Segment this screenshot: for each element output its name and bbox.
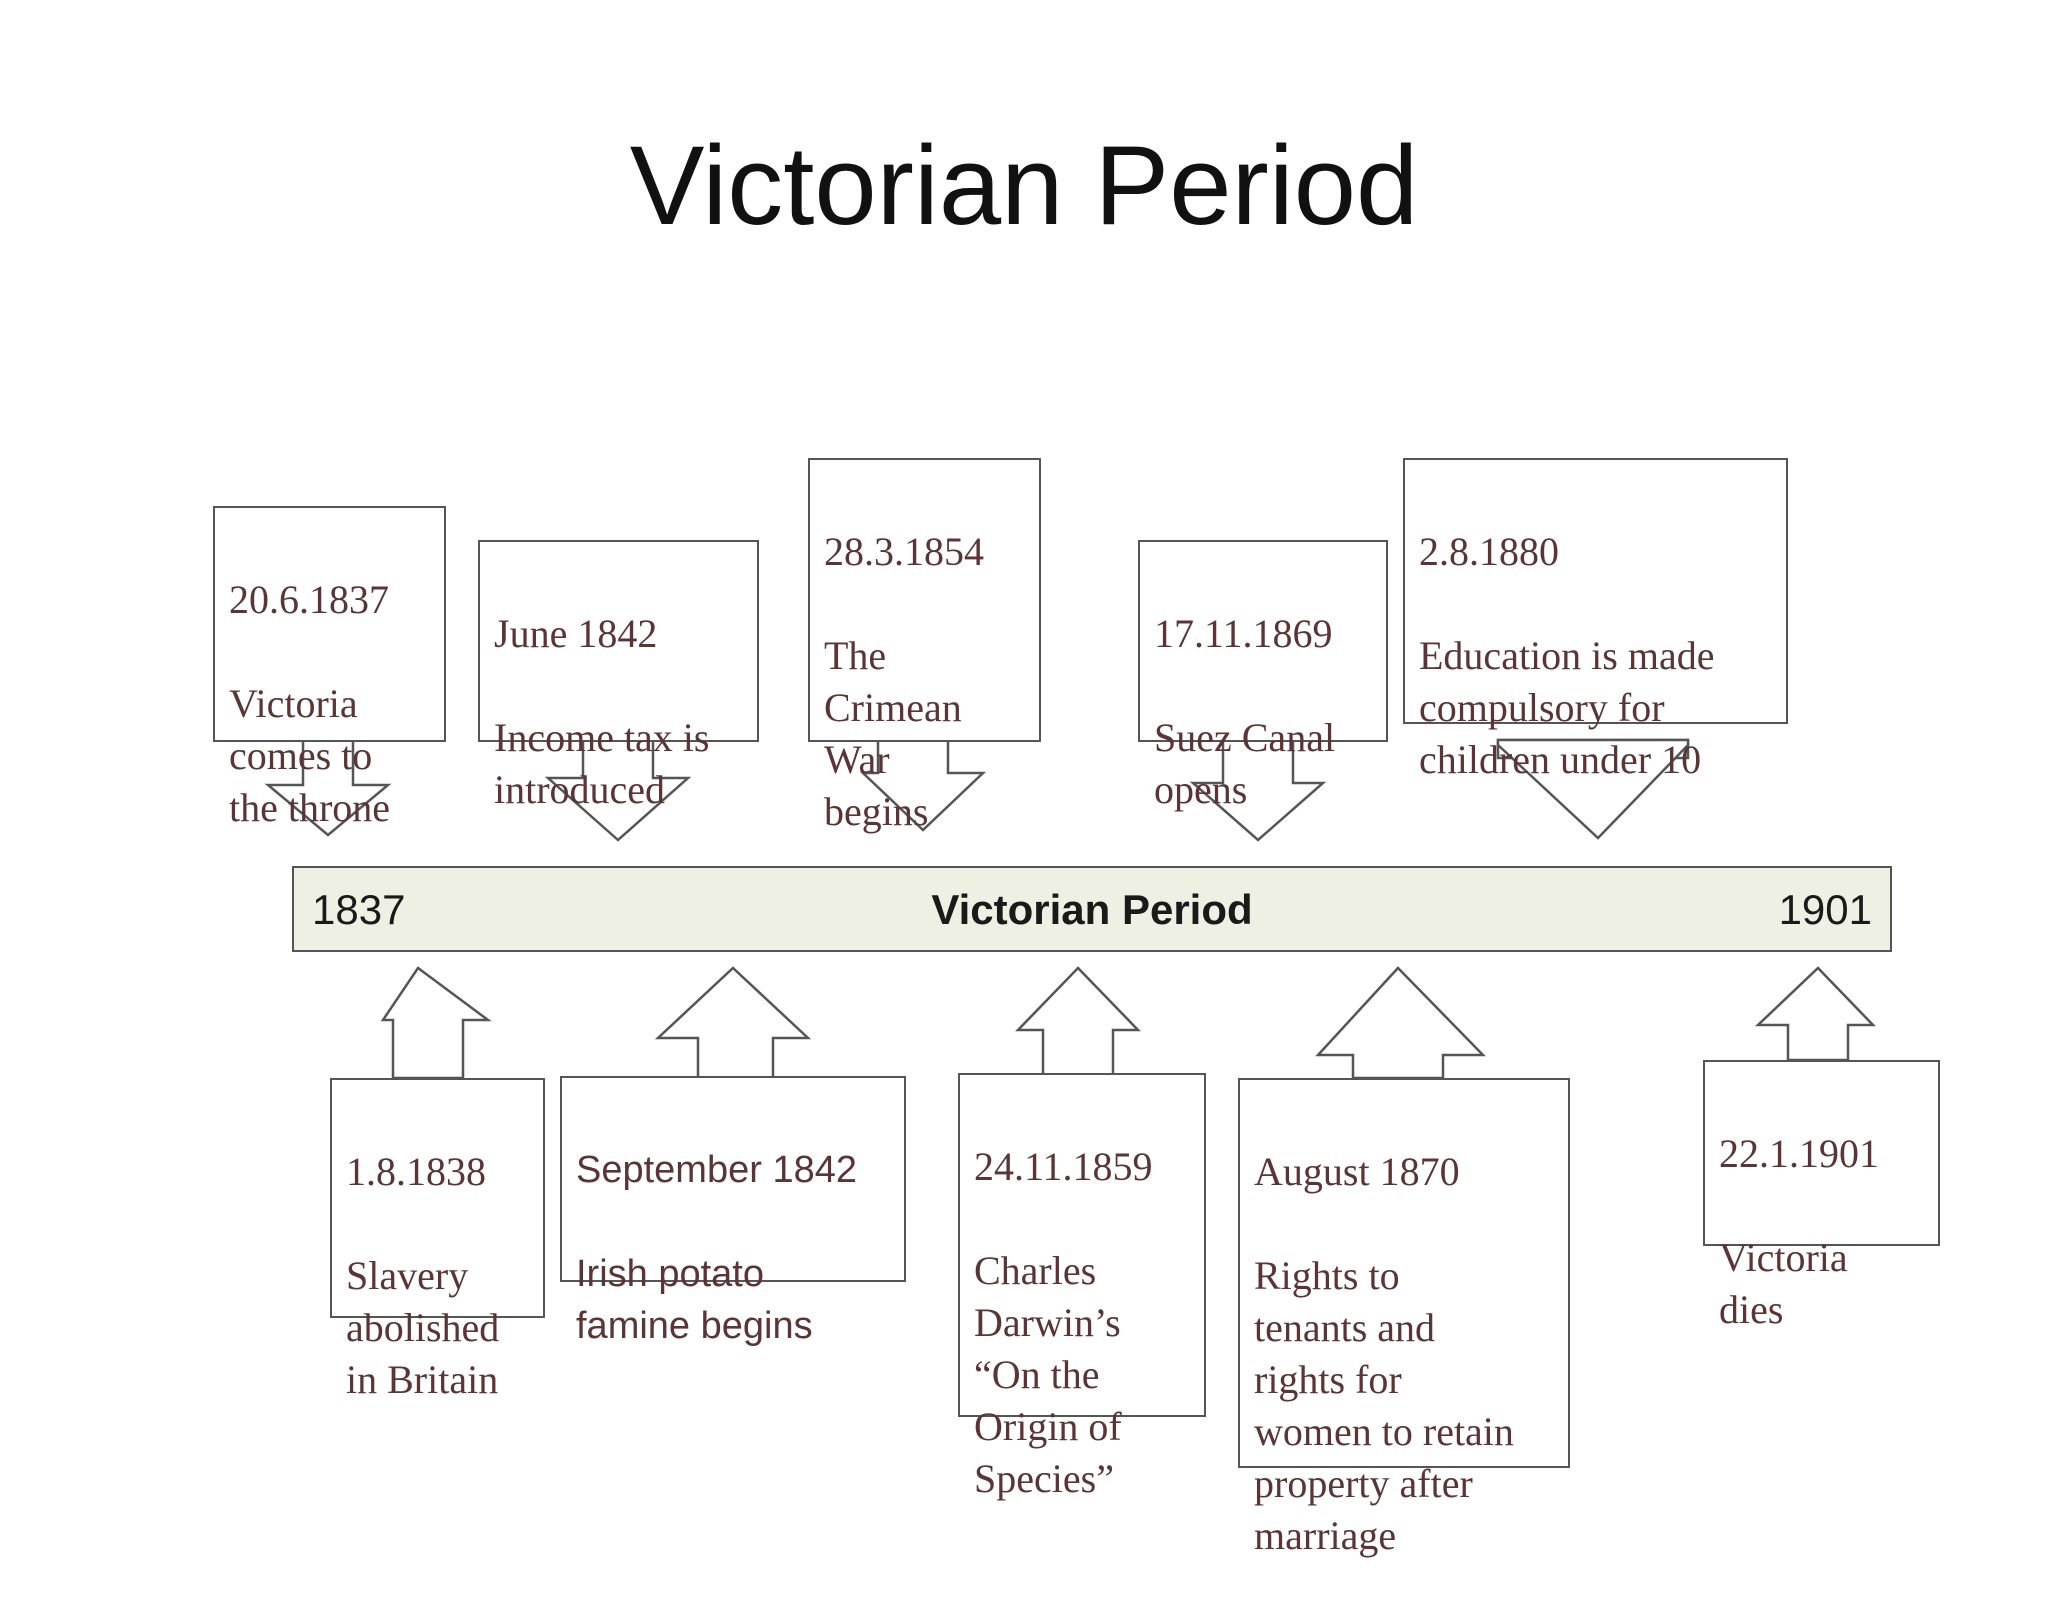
- event-text: Suez Canal opens: [1154, 715, 1336, 812]
- event-text: Slavery abolished in Britain: [346, 1253, 500, 1402]
- up-arrow-1870: [1315, 966, 1486, 1080]
- event-date: 28.3.1854: [824, 529, 984, 574]
- event-date: 17.11.1869: [1154, 611, 1333, 656]
- event-text: Victoria comes to the throne: [229, 681, 391, 830]
- up-arrow-1842-sept: [654, 966, 812, 1080]
- down-arrow-1869: [1189, 738, 1327, 842]
- down-arrow-1880-head: [1496, 738, 1690, 840]
- down-arrow-1842: [544, 738, 692, 842]
- event-box-1859: 24.11.1859 Charles Darwin’s “On the Orig…: [958, 1073, 1206, 1501]
- up-arrow-1838: [380, 966, 492, 1080]
- event-date: 22.1.1901: [1719, 1131, 1879, 1176]
- event-box-1842-june: June 1842 Income tax is introduced: [478, 540, 759, 812]
- event-date: 2.8.1880: [1419, 529, 1559, 574]
- event-text: Victoria dies: [1719, 1235, 1848, 1332]
- event-text: Irish potato famine begins: [576, 1253, 813, 1347]
- event-text: The Crimean War begins: [824, 633, 962, 834]
- event-date: June 1842: [494, 611, 658, 656]
- event-text: Income tax is introduced: [494, 715, 710, 812]
- event-box-1854: 28.3.1854 The Crimean War begins: [808, 458, 1041, 834]
- event-date: 20.6.1837: [229, 577, 389, 622]
- event-text: Charles Darwin’s “On the Origin of Speci…: [974, 1248, 1122, 1501]
- page-title: Victorian Period: [629, 123, 1419, 248]
- event-date: September 1842: [576, 1149, 857, 1191]
- event-box-1901: 22.1.1901 Victoria dies: [1703, 1060, 1940, 1332]
- timeline-end-year: 1901: [1778, 886, 1872, 933]
- event-box-1838: 1.8.1838 Slavery abolished in Britain: [330, 1078, 545, 1402]
- event-date: 1.8.1838: [346, 1149, 486, 1194]
- down-arrow-1837: [264, 738, 392, 837]
- event-text: Education is made compulsory for childre…: [1419, 633, 1715, 782]
- event-box-1837: 20.6.1837 Victoria comes to the throne: [213, 506, 446, 830]
- up-arrow-1901: [1754, 966, 1876, 1062]
- timeline-label: Victorian Period: [931, 886, 1253, 933]
- event-box-1842-september: September 1842 Irish potato famine begin…: [560, 1076, 906, 1347]
- event-box-1870: August 1870 Rights to tenants and rights…: [1238, 1078, 1570, 1558]
- event-date: August 1870: [1254, 1149, 1460, 1194]
- timeline-bar: Victorian Period 1837 1901: [292, 866, 1892, 952]
- down-arrow-1854: [859, 738, 987, 832]
- event-date: 24.11.1859: [974, 1144, 1153, 1189]
- event-text: Rights to tenants and rights for women t…: [1254, 1253, 1514, 1558]
- up-arrow-1859: [1015, 966, 1141, 1077]
- arrows-layer: [264, 738, 1876, 1080]
- event-box-1869: 17.11.1869 Suez Canal opens: [1138, 540, 1388, 812]
- event-box-1880: 2.8.1880 Education is made compulsory fo…: [1403, 458, 1788, 782]
- timeline-start-year: 1837: [312, 886, 406, 933]
